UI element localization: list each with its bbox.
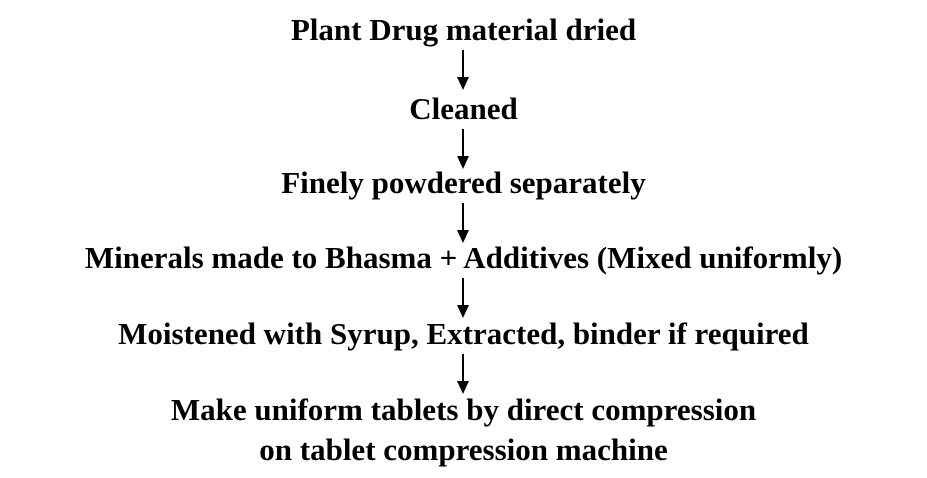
down-arrow-icon	[456, 203, 470, 243]
step-label: Cleaned	[409, 91, 518, 126]
down-arrow-icon	[456, 278, 470, 318]
step-label: Minerals made to Bhasma + Additives (Mix…	[84, 240, 843, 275]
step-label: Finely powdered separately	[281, 165, 646, 200]
step-label-line-1: Make uniform tablets by direct compressi…	[170, 392, 757, 427]
step-finely-powdered-separately: Finely powdered separately	[0, 165, 927, 201]
step-moistened-with-syrup: Moistened with Syrup, Extracted, binder …	[0, 316, 927, 352]
down-arrow-icon	[456, 129, 470, 169]
step-make-uniform-tablets: Make uniform tablets by direct compressi…	[0, 392, 927, 468]
step-plant-drug-material-dried: Plant Drug material dried	[0, 12, 927, 48]
step-minerals-bhasma-additives: Minerals made to Bhasma + Additives (Mix…	[0, 240, 927, 276]
step-label-line-2: on tablet compression machine	[259, 432, 668, 467]
down-arrow-icon	[456, 50, 470, 90]
step-label: Plant Drug material dried	[290, 12, 637, 47]
down-arrow-icon	[456, 354, 470, 394]
step-cleaned: Cleaned	[0, 91, 927, 127]
step-label: Moistened with Syrup, Extracted, binder …	[118, 316, 809, 351]
